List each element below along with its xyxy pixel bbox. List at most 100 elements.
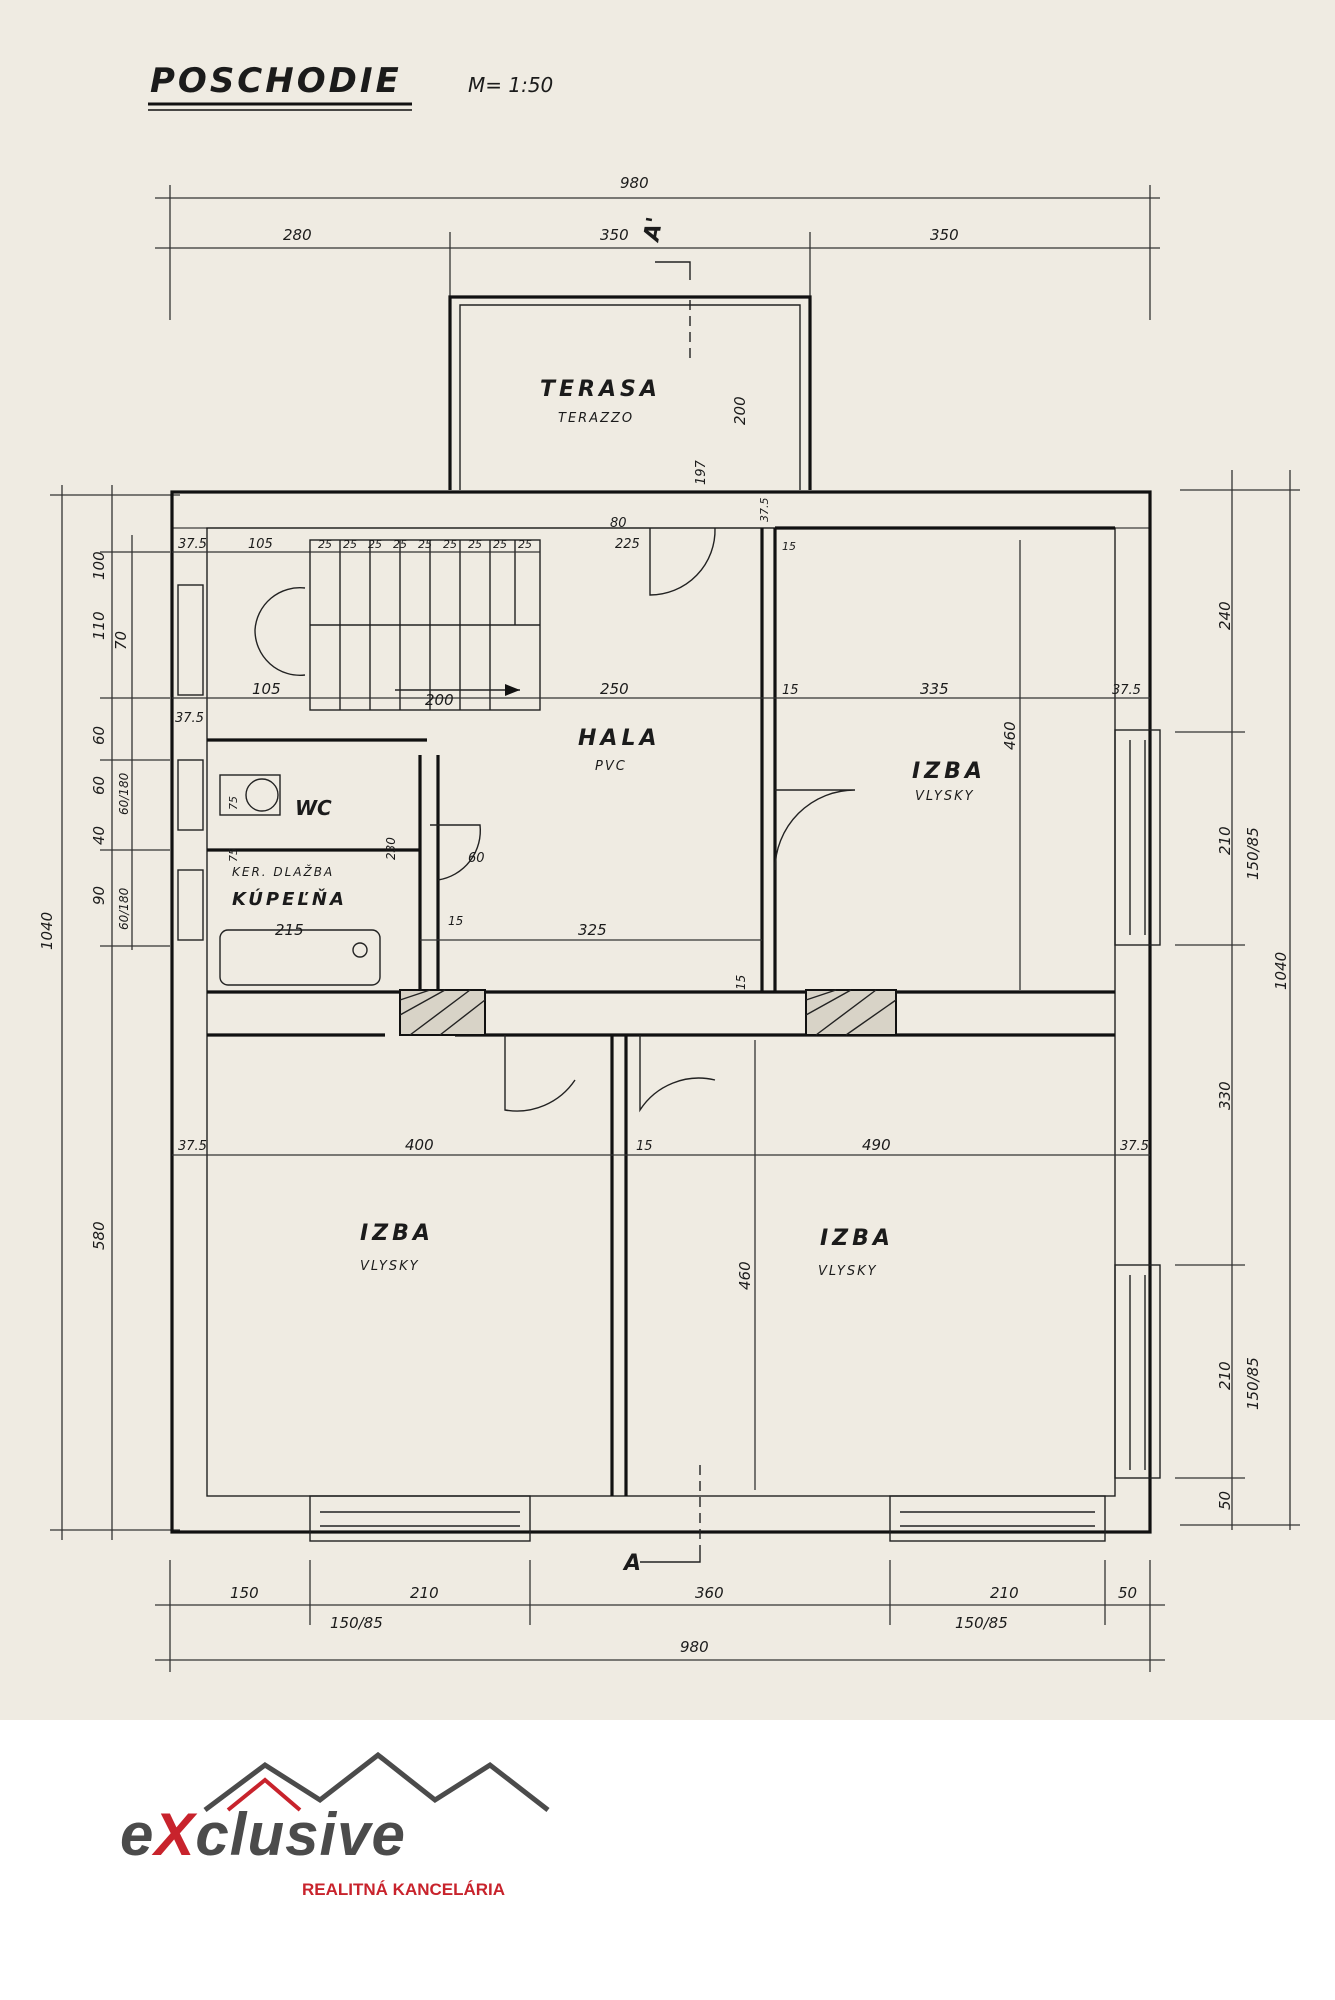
dim-int-misc-7: 230 [384, 837, 398, 860]
drawing-scale: M= 1:50 [468, 73, 553, 97]
room-labels: HALA PVC IZBA VLYSKY IZBA VLYSKY IZBA VL… [360, 726, 986, 1279]
dim-int-stair-8: 25 [443, 538, 457, 551]
doors [430, 300, 856, 1540]
dim-right-window-2: 150/85 [1244, 1357, 1262, 1410]
dim-int-stair-1: 37.5 [178, 537, 207, 552]
bottom-dimensions: 150 210 360 210 50 150/85 150/85 980 A [155, 1545, 1165, 1672]
outer-walls [170, 490, 1152, 1534]
dim-int-mid-6: 335 [920, 680, 949, 698]
left-dimensions: 1040 580 100 110 70 60 60 40 90 60/180 6… [38, 485, 180, 1540]
dim-left-seg-2: 110 [90, 611, 108, 640]
dim-bottom-3: 360 [695, 1584, 724, 1602]
dim-bottom-2: 210 [410, 1584, 439, 1602]
dim-terrace-depth: 200 [731, 396, 749, 425]
sanitary: WC KÚPEĽŇA KER. DLAŽBA [219, 774, 381, 986]
room-izba-se-name: IZBA [820, 1226, 894, 1251]
brand-rest: clusive [195, 1801, 406, 1868]
dim-int-misc-10: 15 [448, 914, 463, 928]
dim-int-misc-11: 15 [734, 975, 748, 990]
room-kupelna-floor: KER. DLAŽBA [232, 864, 334, 879]
dim-right-seg-1: 240 [1216, 601, 1234, 630]
dim-int-misc-9: 75 [227, 848, 240, 862]
dim-right-seg-2: 210 [1216, 826, 1234, 855]
dim-int-low-3: 15 [636, 1139, 653, 1154]
dim-left-upper: 580 [90, 1221, 108, 1250]
room-terasa-floor: TERAZZO [558, 411, 634, 426]
dim-int-low-2: 400 [405, 1136, 434, 1154]
dim-int-misc-8: 75 [227, 796, 240, 810]
room-izba-se-floor: VLYSKY [818, 1264, 878, 1279]
dim-int-misc-5: 15 [782, 540, 796, 553]
dim-int-mid-1: 37.5 [175, 711, 204, 726]
dim-int-stair-3: 25 [318, 538, 332, 551]
dim-int-depth-se: 460 [736, 1261, 754, 1290]
dim-int-kupelna: 215 [275, 921, 304, 939]
dim-bottom-total: 980 [680, 1638, 709, 1656]
dim-int-misc-6: 60 [468, 851, 485, 866]
chimneys [399, 989, 897, 1036]
dim-int-mid-5: 15 [782, 683, 799, 698]
dim-bottom-1: 150 [230, 1584, 259, 1602]
section-mark-top: A' [639, 215, 668, 245]
terrace: TERASA TERAZZO 200 [448, 295, 812, 490]
dim-int-mid-7: 37.5 [1112, 683, 1141, 698]
roof-logo-icon [203, 1751, 550, 1812]
dim-left-seg-1: 100 [90, 551, 108, 580]
drawing-title: POSCHODIE [150, 61, 402, 101]
dim-int-hala: 325 [578, 921, 607, 939]
dim-right-window-1: 150/85 [1244, 827, 1262, 880]
room-hala-name: HALA [578, 726, 660, 751]
dim-top-total: 980 [620, 174, 649, 192]
dim-int-depth-ne: 460 [1001, 721, 1019, 750]
dim-left-seg-4: 60 [90, 726, 108, 745]
dim-int-misc-4: 37.5 [758, 498, 771, 523]
dim-bottom-4: 210 [990, 1584, 1019, 1602]
dim-left-seg-3: 70 [112, 631, 130, 650]
brand-prefix: e [120, 1801, 155, 1868]
dim-int-low-4: 490 [862, 1136, 891, 1154]
dim-bottom-5: 50 [1118, 1584, 1137, 1602]
dim-left-window-1: 60/180 [117, 772, 131, 815]
dim-top-1: 280 [283, 226, 312, 244]
dim-right-seg-3: 330 [1216, 1081, 1234, 1110]
room-izba-sw-name: IZBA [360, 1221, 434, 1246]
dim-int-misc-2: 197 [694, 459, 709, 485]
interior-walls [207, 526, 1115, 1496]
room-terasa-name: TERASA [540, 377, 661, 402]
dim-int-stair-10: 25 [493, 538, 507, 551]
dim-int-stair-7: 25 [418, 538, 432, 551]
top-dimensions: 980 280 350 350 A' [155, 174, 1160, 320]
brand-name: eXclusive [120, 1800, 406, 1869]
interior-dimensions: 37.5 105 25 25 25 25 25 25 25 25 25 37.5… [172, 459, 1150, 1490]
brand-logo-area [0, 1720, 1335, 2000]
blueprint-sheet: POSCHODIE M= 1:50 980 280 350 350 A' [38, 61, 1300, 1672]
dim-right-seg-5: 50 [1216, 1491, 1234, 1510]
dim-right-seg-4: 210 [1216, 1361, 1234, 1390]
dim-left-seg-5: 60 [90, 776, 108, 795]
dim-int-mid-2: 105 [252, 680, 281, 698]
dim-int-low-1: 37.5 [178, 1139, 207, 1154]
dim-bottom-window-2: 150/85 [955, 1614, 1008, 1632]
dim-left-seg-6: 40 [90, 826, 108, 845]
dim-right-total: 1040 [1272, 952, 1290, 990]
room-izba-ne-name: IZBA [912, 759, 986, 784]
right-dimensions: 240 210 330 210 50 150/85 150/85 1040 [1175, 470, 1300, 1530]
dim-left-window-2: 60/180 [117, 887, 131, 930]
staircase [254, 539, 541, 711]
floor-plan: POSCHODIE M= 1:50 980 280 350 350 A' [38, 61, 1300, 1672]
room-izba-sw-floor: VLYSKY [360, 1259, 420, 1274]
brand-x: X [154, 1801, 196, 1868]
dim-int-stair-5: 25 [368, 538, 382, 551]
dim-int-stair-11: 25 [518, 538, 532, 551]
brand-tagline: REALITNÁ KANCELÁRIA [302, 1880, 506, 1899]
room-hala-floor: PVC [595, 759, 627, 774]
dim-int-low-5: 37.5 [1120, 1139, 1149, 1154]
dim-int-misc-1: 80 [610, 516, 627, 531]
room-wc-name: WC [295, 796, 332, 820]
dim-left-total: 1040 [38, 912, 56, 950]
windows [177, 584, 1161, 1542]
dim-top-3: 350 [930, 226, 959, 244]
dim-top-2: 350 [600, 226, 629, 244]
room-izba-ne-floor: VLYSKY [915, 789, 975, 804]
